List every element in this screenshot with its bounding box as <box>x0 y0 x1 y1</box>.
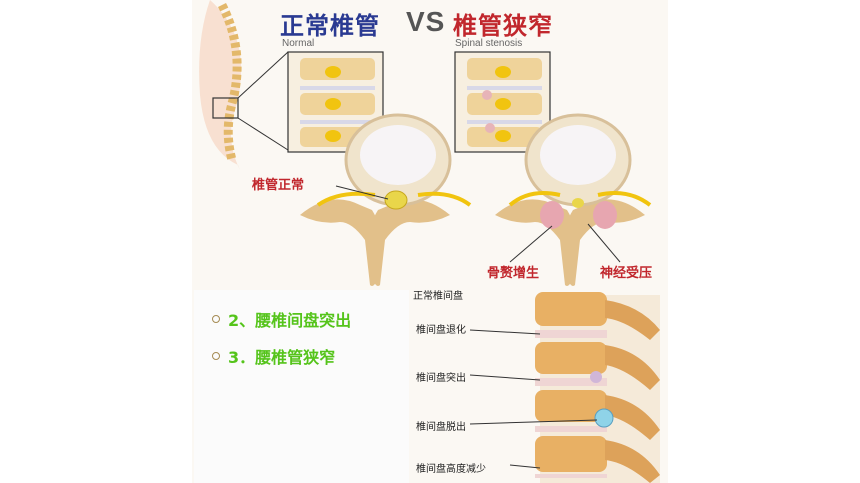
title-normal: 正常椎管 <box>280 12 380 40</box>
zoom-box <box>212 97 239 119</box>
title-stenosis: 椎管狭窄 <box>453 12 553 40</box>
label-normal-canal: 椎管正常 <box>252 178 305 193</box>
lateral-spine <box>469 292 660 483</box>
bullet-dot-icon <box>212 352 220 360</box>
stenosis-vertebra <box>495 113 652 286</box>
spine-label-degenerated: 椎间盘退化 <box>416 325 466 336</box>
bullet-dot-icon <box>212 315 220 323</box>
body-spine <box>217 2 242 162</box>
bullet-text: 2、腰椎间盘突出 <box>228 311 352 330</box>
spine-label-normal-disc: 正常椎间盘 <box>413 291 463 302</box>
subtitle-normal: Normal <box>282 38 315 49</box>
label-bone-spur: 骨赘增生 <box>487 266 540 281</box>
bullet-text: 3．腰椎管狭窄 <box>228 348 336 367</box>
bullet-list: 2、腰椎间盘突出 3．腰椎管狭窄 <box>212 307 351 381</box>
spine-label-height-reduced: 椎间盘高度减少 <box>416 464 486 475</box>
title-vs: VS <box>406 6 446 37</box>
body-silhouette <box>199 0 242 170</box>
spine-label-herniated: 椎间盘突出 <box>416 373 466 384</box>
bullet-item: 2、腰椎间盘突出 <box>212 307 351 331</box>
bullet-panel <box>194 290 409 483</box>
bullet-item: 3．腰椎管狭窄 <box>212 344 351 368</box>
subtitle-stenosis: Spinal stenosis <box>455 38 523 49</box>
spine-label-extruded: 椎间盘脱出 <box>416 422 466 433</box>
normal-vertebra <box>300 113 472 286</box>
label-nerve-compressed: 神经受压 <box>600 266 653 281</box>
